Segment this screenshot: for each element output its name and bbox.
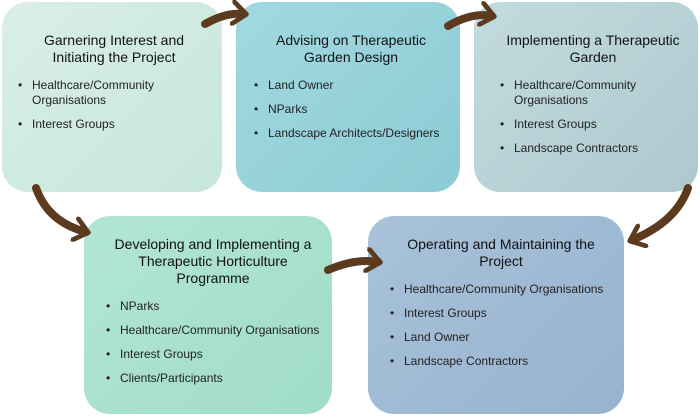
step-box-advising-design: Advising on Therapeutic Garden Design La… — [236, 2, 460, 192]
list-item: Land Owner — [252, 78, 450, 93]
list-item: NParks — [104, 299, 322, 314]
list-item: Healthcare/Community Organisations — [104, 323, 322, 338]
list-item: Landscape Contractors — [388, 354, 614, 369]
step-list-garnering-interest: Healthcare/Community Organisations Inter… — [16, 78, 212, 132]
list-item: Landscape Architects/Designers — [252, 126, 450, 141]
arrow-step3-to-step5 — [632, 184, 692, 240]
list-item: Clients/Participants — [104, 371, 322, 386]
step-list-advising-design: Land Owner NParks Landscape Architects/D… — [252, 78, 450, 141]
step-title-implementing-garden: Implementing a Therapeutic Garden — [506, 32, 680, 65]
list-item: Healthcare/Community Organisations — [388, 282, 614, 297]
list-item: Interest Groups — [498, 117, 688, 132]
step-box-implementing-garden: Implementing a Therapeutic Garden Health… — [474, 2, 698, 192]
arrow-step1-to-step4 — [32, 184, 86, 232]
step-list-developing-programme: NParks Healthcare/Community Organisation… — [104, 299, 322, 386]
step-title-developing-programme: Developing and Implementing a Therapeuti… — [114, 236, 312, 286]
list-item: NParks — [252, 102, 450, 117]
list-item: Land Owner — [388, 330, 614, 345]
step-box-garnering-interest: Garnering Interest and Initiating the Pr… — [2, 2, 222, 192]
list-item: Interest Groups — [16, 117, 212, 132]
step-title-advising-design: Advising on Therapeutic Garden Design — [276, 32, 426, 65]
step-box-developing-programme: Developing and Implementing a Therapeuti… — [84, 216, 332, 414]
list-item: Healthcare/Community Organisations — [498, 78, 688, 108]
step-box-operating-maintaining: Operating and Maintaining the Project He… — [368, 216, 624, 414]
step-title-operating-maintaining: Operating and Maintaining the Project — [407, 236, 595, 269]
step-list-operating-maintaining: Healthcare/Community Organisations Inter… — [388, 282, 614, 369]
list-item: Landscape Contractors — [498, 141, 688, 156]
list-item: Interest Groups — [388, 306, 614, 321]
step-list-implementing-garden: Healthcare/Community Organisations Inter… — [498, 78, 688, 156]
step-title-garnering-interest: Garnering Interest and Initiating the Pr… — [43, 32, 185, 65]
list-item: Healthcare/Community Organisations — [16, 78, 212, 108]
list-item: Interest Groups — [104, 347, 322, 362]
